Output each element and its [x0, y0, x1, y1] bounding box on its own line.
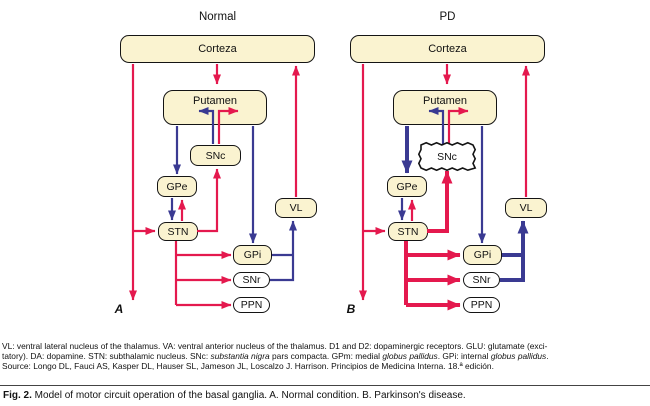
node-corteza-pd: Corteza: [350, 35, 545, 63]
caption-divider: [0, 385, 650, 386]
node-snc-normal: SNc: [190, 145, 241, 166]
legend-text: tatory). DA: dopamine. STN: subthalamic …: [2, 351, 211, 361]
panel-title-pd: PD: [439, 11, 456, 23]
node-putamen-normal: Putamen: [163, 90, 267, 125]
node-vl-pd: VL: [505, 198, 547, 218]
arrow-stn-to-snc-b-thick: [427, 170, 453, 233]
panel-a-label: A: [114, 302, 124, 316]
node-snr-pd: SNr: [463, 272, 500, 288]
figure-caption: Fig. 2. Model of motor circuit operation…: [3, 390, 647, 402]
legend-line-3: Source: Longo DL, Fauci AS, Kasper DL, H…: [2, 361, 648, 371]
legend-text-italic: globus pallidus: [382, 351, 438, 361]
legend-text: pars compacta. GPm: medial: [269, 351, 383, 361]
pathway-arrows: [129, 64, 530, 311]
legend-line-1: VL: ventral lateral nucleus of the thala…: [2, 341, 648, 351]
node-stn-pd: STN: [388, 222, 428, 241]
arrow-stn-to-snc-a: [197, 168, 221, 233]
node-gpi-pd: GPi: [463, 245, 502, 265]
legend-text: Source: Longo DL, Fauci AS, Kasper DL, H…: [2, 361, 494, 371]
node-gpe-normal: GPe: [157, 176, 197, 197]
arrow-gpi-snr-to-vl-b-thick: [500, 220, 529, 282]
legend-line-2: tatory). DA: dopamine. STN: subthalamic …: [2, 351, 648, 361]
node-ppn-pd: PPN: [463, 297, 500, 313]
legend-text-italic: substantia nigra: [210, 351, 270, 361]
node-snr-normal: SNr: [233, 272, 270, 288]
figure-number: Fig. 2.: [3, 390, 32, 401]
legend-text: .: [546, 351, 549, 361]
legend-text: . GPi: internal: [437, 351, 491, 361]
node-corteza-normal: Corteza: [120, 35, 315, 63]
node-vl-normal: VL: [275, 198, 317, 218]
node-putamen-pd: Putamen: [393, 90, 497, 125]
panel-title-normal: Normal: [198, 11, 237, 23]
node-stn-normal: STN: [158, 222, 198, 241]
legend: VL: ventral lateral nucleus of the thala…: [2, 341, 648, 371]
legend-text-italic: globus pallidus: [490, 351, 547, 361]
node-snc-pd-degenerated: SNc: [421, 145, 473, 168]
arrow-gpi-snr-to-vl-a: [270, 220, 297, 282]
node-ppn-normal: PPN: [233, 297, 270, 313]
caption-text: Model of motor circuit operation of the …: [31, 390, 466, 401]
legend-text: VL: ventral lateral nucleus of the thala…: [2, 341, 548, 351]
node-gpe-pd: GPe: [387, 176, 427, 197]
panel-b-label: B: [346, 302, 356, 316]
node-gpi-normal: GPi: [233, 245, 272, 265]
